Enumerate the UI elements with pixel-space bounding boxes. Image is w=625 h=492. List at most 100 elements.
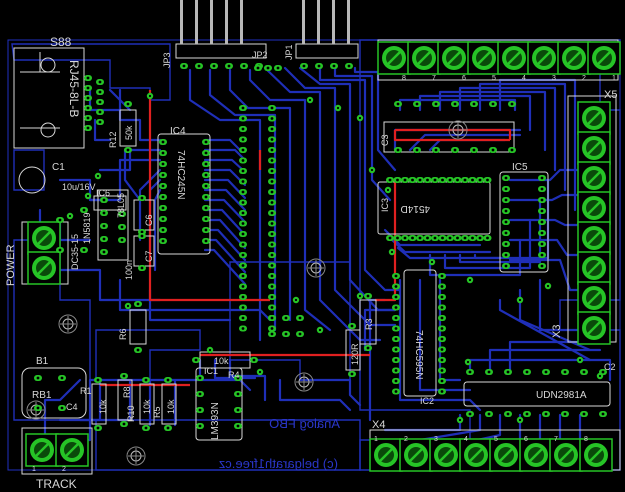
terminal-number: 8: [584, 436, 588, 443]
label-ic4-part: 74HC245N: [175, 150, 186, 199]
pad: [159, 227, 167, 233]
pad: [461, 177, 469, 183]
via: [334, 104, 342, 112]
label-r5-val: 10k: [166, 399, 176, 414]
pad: [56, 217, 64, 223]
pad: [96, 89, 104, 95]
pad: [239, 157, 247, 164]
pad: [268, 157, 276, 164]
pad: [225, 63, 233, 69]
pad: [538, 175, 546, 181]
pad: [438, 346, 446, 353]
pad: [239, 189, 247, 195]
pad: [542, 369, 550, 375]
pad: [438, 388, 446, 395]
pad: [483, 235, 492, 241]
pad: [502, 186, 510, 192]
pad: [508, 101, 516, 107]
pad: [268, 126, 276, 132]
pad: [268, 325, 276, 332]
pad: [159, 205, 167, 211]
label-ic2: IC2: [420, 396, 434, 406]
via: [384, 186, 392, 194]
pad: [413, 147, 421, 153]
pad: [234, 423, 242, 429]
pad: [502, 263, 510, 269]
pad: [239, 220, 247, 227]
pad: [268, 304, 276, 311]
pad: [196, 375, 204, 381]
pad: [239, 252, 247, 258]
pad: [268, 231, 276, 237]
pad: [202, 216, 210, 222]
pad: [408, 177, 417, 183]
pad: [348, 323, 356, 329]
label-jp3: JP3: [162, 52, 172, 68]
pad: [202, 194, 210, 200]
label-c7: C7: [144, 250, 154, 262]
terminal-number: 1: [374, 436, 378, 443]
pad: [84, 75, 92, 81]
pad: [239, 115, 247, 122]
pad: [538, 230, 546, 236]
pad: [476, 177, 484, 183]
via: [544, 282, 552, 290]
pad: [561, 411, 569, 417]
pad: [296, 331, 304, 337]
pad: [159, 238, 167, 244]
terminal-number: 5: [492, 75, 496, 82]
pad: [470, 101, 478, 107]
label-r12: R12: [108, 131, 118, 148]
label-ic1-part: LM393N: [210, 402, 221, 440]
label-ic2-part: 74HC595N: [413, 330, 424, 379]
pad: [364, 345, 372, 351]
pad: [268, 252, 276, 258]
pad: [159, 161, 167, 167]
via: [456, 416, 464, 424]
pad: [202, 150, 210, 156]
label-ic7-part: UDN2981A: [536, 390, 587, 401]
label-r8: R8: [122, 386, 132, 398]
label-b1-part: RB1: [32, 390, 52, 401]
pad: [538, 186, 546, 192]
pad: [282, 331, 290, 337]
pad: [386, 177, 394, 183]
pad: [202, 238, 210, 244]
pad: [239, 231, 247, 237]
label-c7-val: 100n: [124, 260, 134, 280]
pad: [538, 263, 546, 269]
pad: [268, 331, 276, 337]
pad: [538, 241, 546, 247]
terminal-number: 5: [494, 436, 498, 443]
terminal-number: 2: [62, 466, 66, 473]
pad: [485, 411, 493, 417]
pad: [268, 241, 276, 248]
pad: [239, 126, 247, 132]
pad: [134, 347, 142, 353]
label-r12-val: 50k: [124, 125, 134, 140]
pad: [538, 208, 546, 214]
pad: [268, 136, 276, 143]
pad: [202, 205, 210, 211]
pad: [502, 219, 510, 225]
pad: [202, 172, 210, 178]
pad: [504, 369, 512, 375]
pad: [239, 262, 247, 269]
pad: [268, 220, 276, 227]
pad: [138, 265, 146, 271]
label-r6: R6: [118, 328, 128, 340]
pad: [599, 411, 607, 417]
pad: [470, 147, 478, 153]
pad: [234, 407, 242, 413]
terminal-block-x5: [576, 100, 612, 346]
pad: [84, 85, 92, 91]
pad: [476, 235, 484, 241]
pad: [438, 325, 446, 332]
terminal-number: 7: [554, 436, 558, 443]
pad: [392, 357, 400, 363]
terminal-number: 1: [612, 75, 616, 82]
via: [356, 114, 364, 122]
pad: [401, 177, 409, 183]
pad: [268, 115, 276, 122]
pad: [239, 136, 247, 143]
